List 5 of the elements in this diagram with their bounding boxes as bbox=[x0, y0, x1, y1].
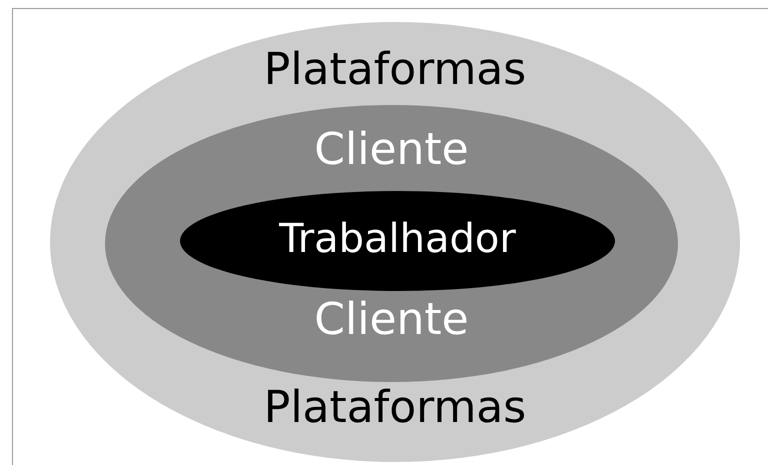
ellipse-label: Plataformas bbox=[262, 386, 528, 430]
ellipse-label: Plataformas bbox=[262, 48, 528, 92]
ellipse-label: Cliente bbox=[313, 298, 470, 342]
ellipse-label: Cliente bbox=[313, 128, 470, 172]
ellipse-label: Trabalhador bbox=[278, 219, 517, 259]
